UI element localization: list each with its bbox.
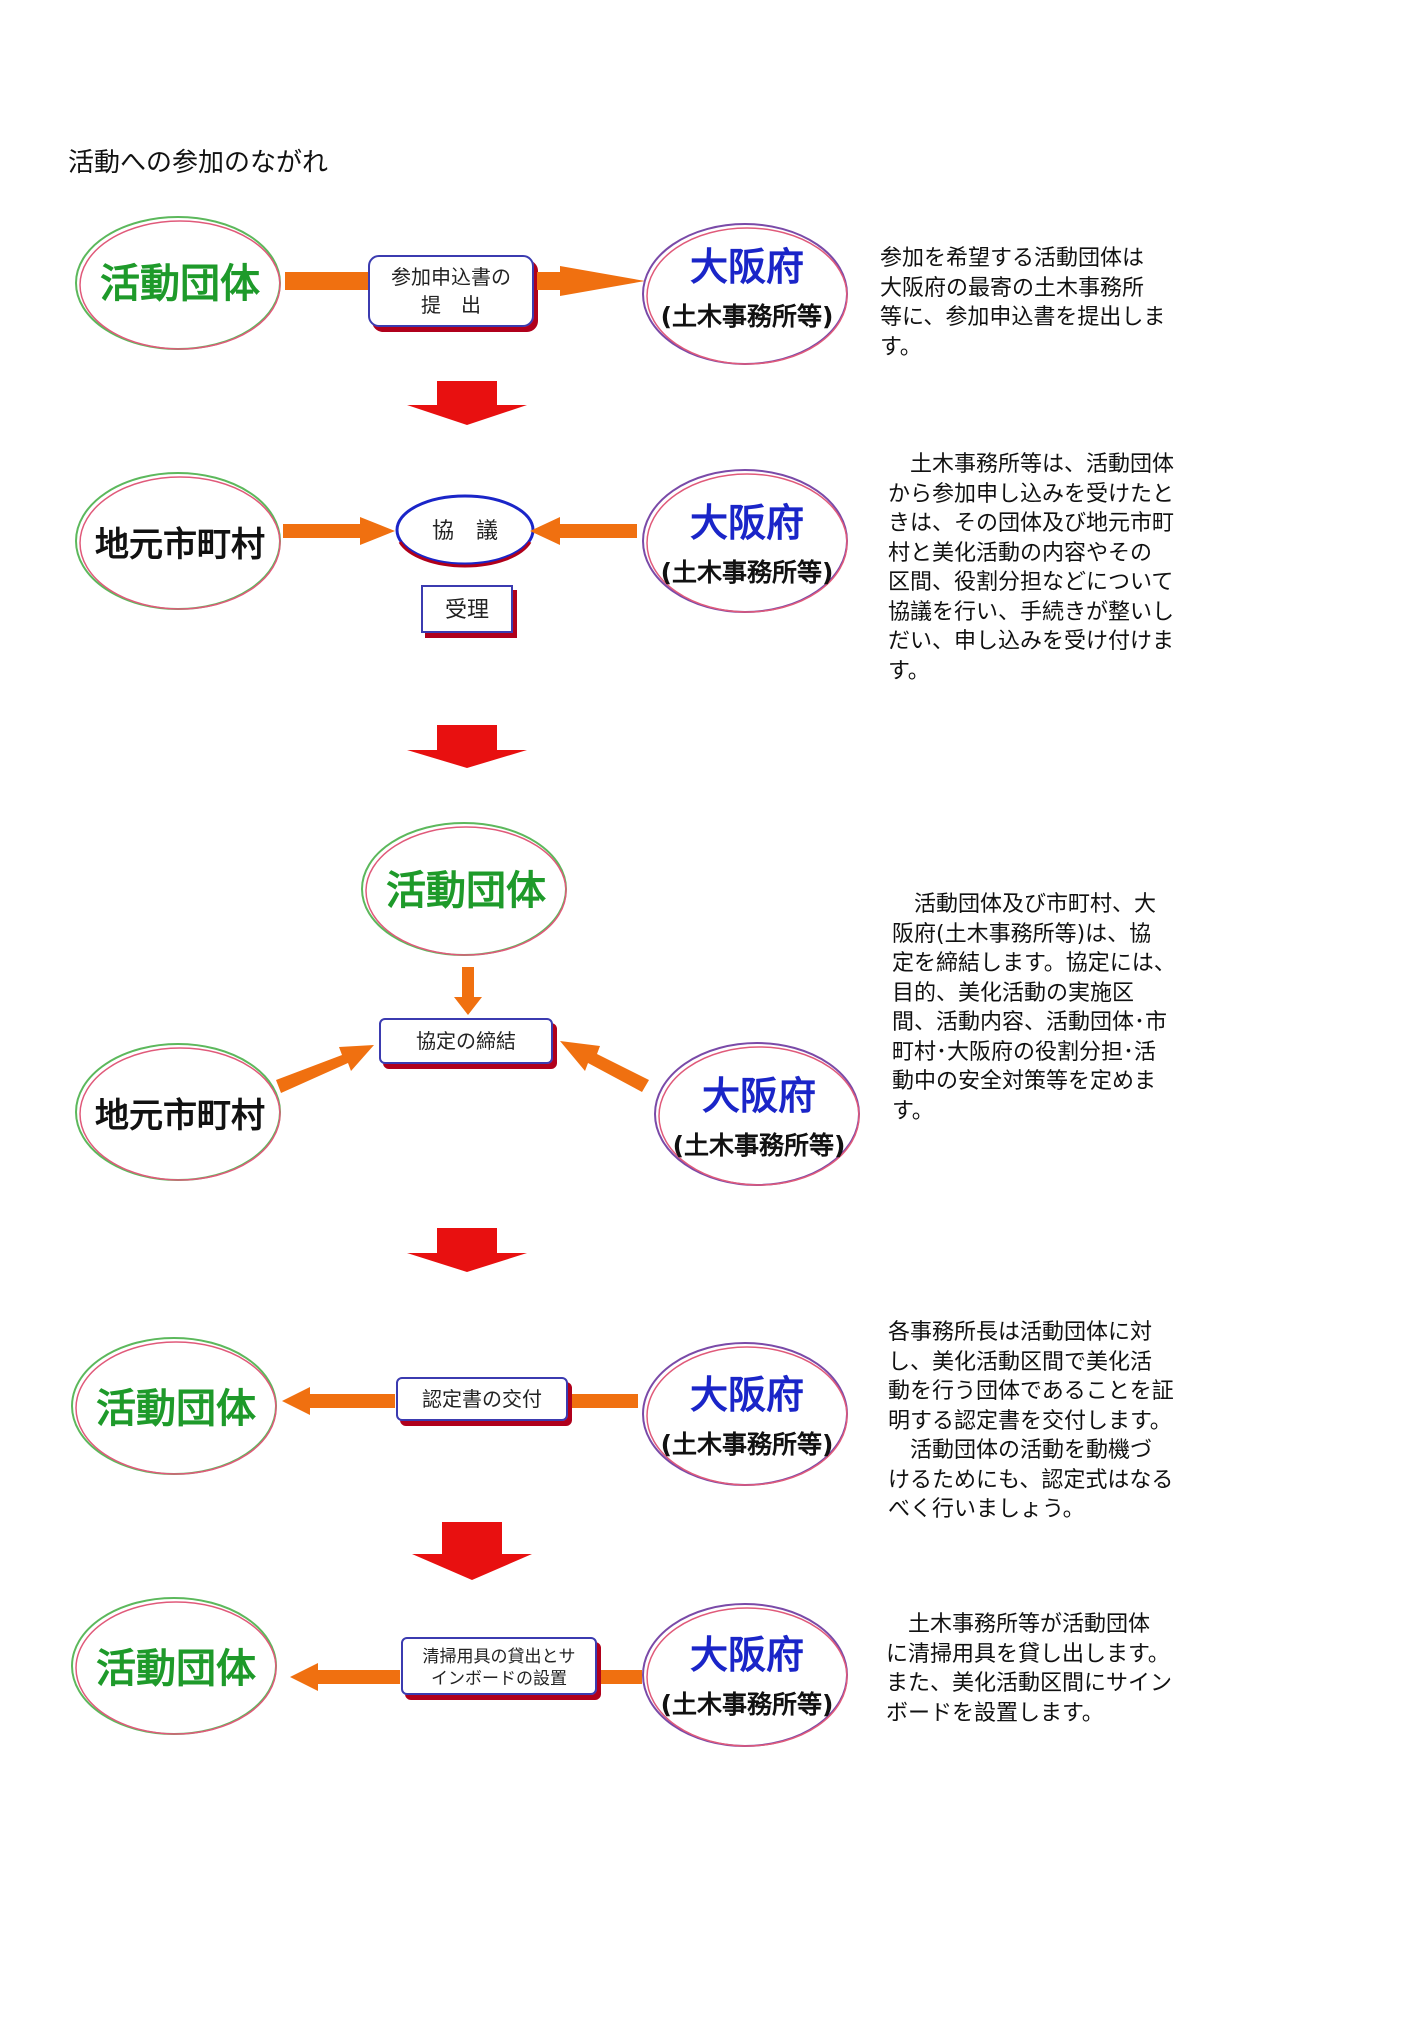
box-line2: 提 出 (421, 293, 481, 317)
down-arrow-2 (407, 725, 527, 768)
step-1: 活動団体 参加申込書の 提 出 大阪府 (土木事務所等) (75, 216, 848, 365)
arrow-diag-up-right (276, 1045, 374, 1093)
osaka-label: 大阪府 (690, 245, 804, 289)
step-2-description: 土木事務所等は、活動団体 から参加申し込みを受けたと きは、その団体及び地元市町… (888, 452, 1175, 684)
osaka-label: 大阪府 (690, 1633, 804, 1677)
municipality-oval: 地元市町村 (75, 472, 281, 610)
osaka-sub-label: (土木事務所等) (661, 302, 834, 331)
osaka-oval: 大阪府 (土木事務所等) (642, 1342, 848, 1486)
page-title: 活動への参加のながれ (68, 148, 329, 178)
osaka-sub-label: (土木事務所等) (661, 1430, 834, 1459)
osaka-oval: 大阪府 (土木事務所等) (654, 1042, 860, 1186)
step-5-description: 土木事務所等が活動団体 に清掃用具を貸し出します。 また、美化活動区間にサイン … (886, 1612, 1173, 1726)
step-4: 活動団体 認定書の交付 大阪府 (土木事務所等) (71, 1337, 848, 1486)
box-line1: 参加申込書の (391, 265, 511, 289)
down-arrow-1 (407, 381, 527, 425)
osaka-oval: 大阪府 (土木事務所等) (642, 1603, 848, 1747)
agreement-label: 協定の締結 (416, 1029, 516, 1053)
osaka-sub-label: (土木事務所等) (661, 558, 834, 587)
certificate-label: 認定書の交付 (422, 1387, 542, 1411)
arrow-right (537, 266, 645, 296)
accept-label: 受理 (445, 598, 489, 623)
equipment-line2: インボードの設置 (431, 1669, 567, 1689)
group-label: 活動団体 (386, 868, 546, 914)
group-oval: 活動団体 (71, 1597, 277, 1735)
group-oval: 活動団体 (361, 822, 567, 956)
step-4-description: 各事務所長は活動団体に対 し、美化活動区間で美化活 動を行う団体であることを証 … (888, 1320, 1174, 1522)
osaka-sub-label: (土木事務所等) (673, 1131, 846, 1160)
submission-box: 参加申込書の 提 出 (368, 255, 534, 327)
osaka-sub-label: (土木事務所等) (661, 1690, 834, 1719)
osaka-label: 大阪府 (690, 1373, 804, 1417)
step-2: 地元市町村 協 議 大阪府 (土木事務所等) 受理 (75, 469, 848, 633)
group-oval: 活動団体 (71, 1337, 277, 1475)
consult-label: 協 議 (432, 519, 498, 544)
step-3-description: 活動団体及び市町村、大 阪府(土木事務所等)は、協 定を締結します。協定には、 … (892, 892, 1176, 1124)
municipality-label: 地元市町村 (95, 525, 265, 565)
agreement-box: 協定の締結 (379, 1018, 553, 1064)
down-arrow-3 (407, 1228, 527, 1272)
arrow-left (530, 517, 637, 545)
group-label: 活動団体 (100, 261, 260, 307)
group-oval: 活動団体 (75, 216, 281, 350)
step-3: 活動団体 協定の締結 地元市町村 大阪府 (土木事務所等) (75, 822, 860, 1186)
osaka-label: 大阪府 (690, 501, 804, 545)
municipality-label: 地元市町村 (95, 1096, 265, 1136)
consult-oval: 協 議 (395, 494, 535, 568)
arrow-right (285, 272, 373, 290)
certificate-box: 認定書の交付 (396, 1377, 568, 1421)
arrow-left (282, 1387, 638, 1415)
arrow-diag-up-left (560, 1041, 649, 1092)
group-label: 活動団体 (96, 1386, 256, 1432)
municipality-oval: 地元市町村 (75, 1043, 281, 1181)
group-label: 活動団体 (96, 1646, 256, 1692)
osaka-label: 大阪府 (702, 1074, 816, 1118)
accept-box: 受理 (421, 585, 513, 633)
equipment-line1: 清掃用具の貸出とサ (423, 1647, 576, 1667)
step-1-description: 参加を希望する活動団体は 大阪府の最寄の土木事務所 等に、参加申込書を提出しま … (880, 246, 1166, 360)
osaka-oval: 大阪府 (土木事務所等) (642, 223, 848, 365)
step-5: 活動団体 清掃用具の貸出とサ インボードの設置 大阪府 (土木事務所等) (71, 1597, 848, 1747)
equipment-box: 清掃用具の貸出とサ インボードの設置 (401, 1637, 597, 1695)
arrow-right (283, 517, 395, 545)
osaka-oval: 大阪府 (土木事務所等) (642, 469, 848, 613)
arrow-down (454, 967, 482, 1015)
arrow-left (290, 1663, 642, 1691)
down-arrow-4 (412, 1522, 532, 1580)
